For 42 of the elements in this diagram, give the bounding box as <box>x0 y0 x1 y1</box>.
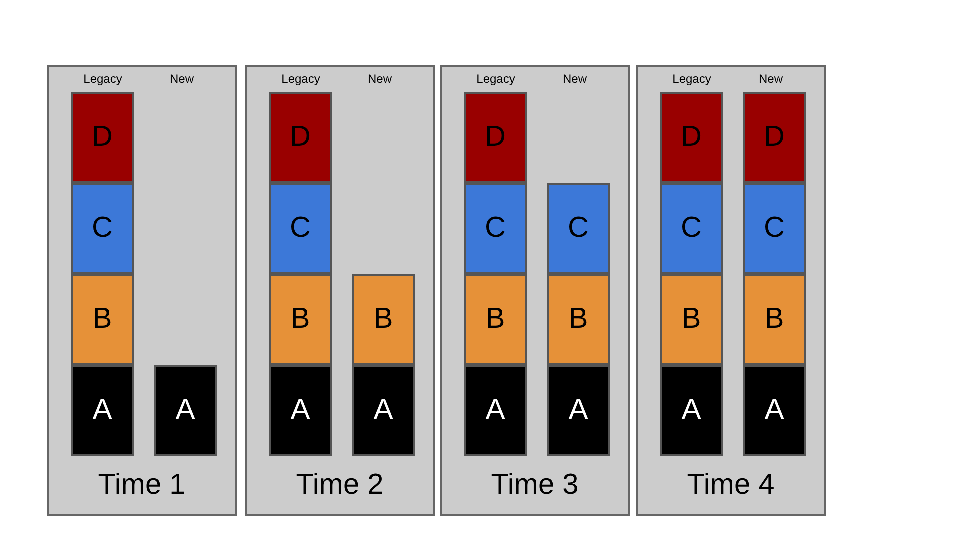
stack-block: B <box>71 274 134 365</box>
time-panel <box>636 65 826 516</box>
column-heading: Legacy <box>476 72 516 86</box>
stack-block: A <box>352 365 415 456</box>
stack-block: D <box>660 92 723 183</box>
stack-block: A <box>71 365 134 456</box>
stack-block: A <box>660 365 723 456</box>
stack-block: D <box>269 92 332 183</box>
stack-block: A <box>464 365 527 456</box>
stack-block: C <box>464 183 527 274</box>
stack-block: A <box>547 365 610 456</box>
time-label: Time 2 <box>295 469 385 502</box>
stack-block: C <box>71 183 134 274</box>
time-label: Time 3 <box>490 469 580 502</box>
stack-block: C <box>743 183 806 274</box>
column-heading: Legacy <box>672 72 712 86</box>
column-heading: New <box>758 72 784 86</box>
stack-block: B <box>464 274 527 365</box>
stack-block: B <box>743 274 806 365</box>
column-heading: New <box>562 72 588 86</box>
stack-block: D <box>71 92 134 183</box>
time-panel <box>47 65 237 516</box>
stack-block: D <box>743 92 806 183</box>
stack-block: B <box>269 274 332 365</box>
column-heading: New <box>366 72 393 86</box>
time-panel <box>440 65 630 516</box>
time-label: Time 4 <box>686 469 776 502</box>
column-heading: New <box>168 72 195 86</box>
stack-block: D <box>464 92 527 183</box>
stack-block: C <box>660 183 723 274</box>
time-label: Time 1 <box>97 469 187 502</box>
stack-block: C <box>269 183 332 274</box>
time-panel <box>245 65 435 516</box>
stack-block: B <box>352 274 415 365</box>
column-heading: Legacy <box>280 72 322 86</box>
stack-block: A <box>269 365 332 456</box>
stack-block: B <box>660 274 723 365</box>
stack-block: B <box>547 274 610 365</box>
column-heading: Legacy <box>82 72 124 86</box>
stack-block: A <box>743 365 806 456</box>
stack-block: C <box>547 183 610 274</box>
stack-block: A <box>154 365 217 456</box>
